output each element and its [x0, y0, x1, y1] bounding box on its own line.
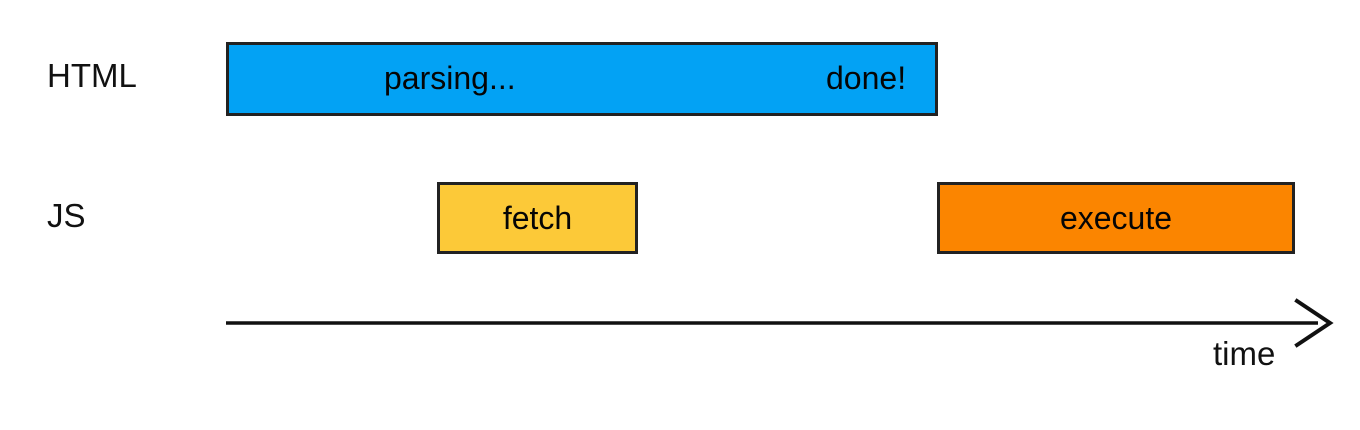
bar-js-execute: execute	[937, 182, 1295, 254]
bar-js-fetch: fetch	[437, 182, 638, 254]
time-axis-arrow	[226, 298, 1334, 348]
row-label-js: JS	[47, 197, 86, 234]
bar-label-done: done!	[826, 60, 907, 96]
bar-label-fetch: fetch	[502, 200, 573, 236]
bar-html-parsing: parsing... done!	[226, 42, 938, 116]
time-axis-label: time	[1213, 335, 1276, 372]
bar-label-execute: execute	[1059, 200, 1173, 236]
arrowhead-icon	[1294, 298, 1334, 348]
row-label-html: HTML	[47, 57, 137, 94]
bar-label-parsing: parsing...	[384, 60, 516, 96]
